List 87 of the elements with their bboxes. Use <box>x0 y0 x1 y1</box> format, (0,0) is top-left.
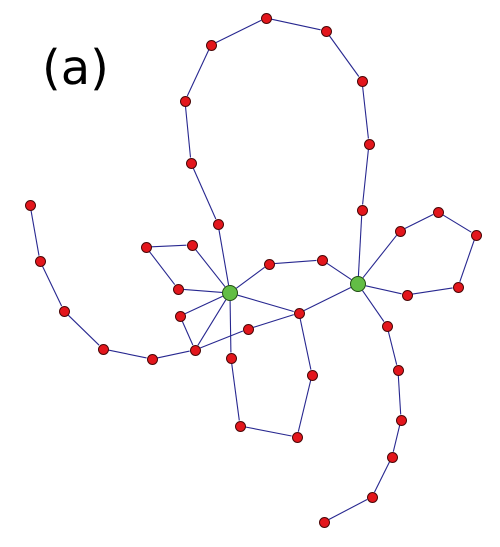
edge-line <box>328 35 360 77</box>
edge-line <box>412 287 453 295</box>
edge-line <box>184 106 192 158</box>
graph-node <box>140 242 152 252</box>
edge-line <box>442 214 472 233</box>
edge-line <box>236 266 265 289</box>
graph-node <box>180 96 190 106</box>
graph-node <box>98 344 108 354</box>
edge-line <box>197 300 226 346</box>
edge-line <box>192 168 216 220</box>
edge-line <box>218 229 230 286</box>
graph-node <box>356 204 368 216</box>
graph-node <box>382 320 392 332</box>
graph-node <box>186 240 198 250</box>
edge-line <box>398 375 402 415</box>
graph-node <box>264 258 274 270</box>
edge-line <box>200 330 244 349</box>
edge-line <box>151 244 187 248</box>
graph-node <box>190 344 200 356</box>
edge-line <box>157 350 190 358</box>
graph-node <box>234 420 246 432</box>
graph-node <box>394 226 406 236</box>
edge-line <box>388 331 398 365</box>
graph-node <box>206 40 216 50</box>
edge-line <box>148 251 176 285</box>
edge-line <box>366 285 402 294</box>
edge-line <box>186 50 210 96</box>
graph-node <box>186 158 196 168</box>
edge-line <box>362 234 398 278</box>
graph-node <box>306 370 318 380</box>
edge-line <box>326 262 352 280</box>
graph-node <box>452 282 464 292</box>
graph-node <box>34 256 46 266</box>
graph-node <box>146 354 158 364</box>
graph-node <box>318 516 330 528</box>
graph-node <box>364 138 374 150</box>
edge-line <box>231 363 240 421</box>
edge-line <box>245 426 292 437</box>
graph-node <box>470 230 482 240</box>
panel-label: (a) <box>42 44 109 92</box>
edge-line <box>238 294 294 312</box>
edge-line <box>253 314 294 328</box>
graph-node <box>294 308 304 318</box>
hub-node <box>222 285 238 301</box>
graph-node <box>316 254 328 266</box>
graph-node <box>260 12 272 24</box>
edge-line <box>404 214 434 229</box>
edge-line <box>194 248 226 288</box>
edge-line <box>216 20 262 44</box>
graph-node <box>386 452 398 462</box>
edge-line <box>274 260 317 264</box>
edge-line <box>374 462 390 492</box>
edge-line <box>358 215 362 276</box>
edge-line <box>328 499 368 520</box>
edge-line <box>392 425 400 452</box>
edge-line <box>459 240 475 282</box>
edge-line <box>300 318 312 370</box>
edge-line <box>30 210 40 256</box>
graph-node <box>172 284 184 294</box>
graph-node <box>242 324 254 334</box>
edge-line <box>68 314 100 346</box>
edge-line <box>230 301 232 352</box>
hub-node <box>350 276 366 292</box>
edge-line <box>362 149 369 205</box>
graph-node <box>356 76 368 86</box>
edge-line <box>362 86 369 139</box>
graph-node <box>174 310 186 322</box>
graph-node <box>432 206 444 218</box>
graph-node <box>366 492 378 502</box>
edge-line <box>298 380 312 432</box>
edge-line <box>362 290 384 322</box>
edge-line <box>304 287 352 312</box>
graph-node <box>58 306 70 316</box>
edge-line <box>184 296 223 314</box>
graph-node <box>226 352 236 364</box>
graph-node <box>320 26 332 36</box>
graph-node <box>292 432 302 442</box>
edge-line <box>42 266 62 306</box>
graph-node <box>24 200 36 210</box>
edge-line <box>183 288 222 293</box>
graph-node <box>392 364 404 376</box>
edge-line <box>271 18 321 30</box>
edge-line <box>182 320 194 346</box>
graph-node <box>212 218 224 230</box>
graph-node <box>396 414 406 426</box>
edge-line <box>108 350 147 358</box>
graph-node <box>402 290 412 300</box>
